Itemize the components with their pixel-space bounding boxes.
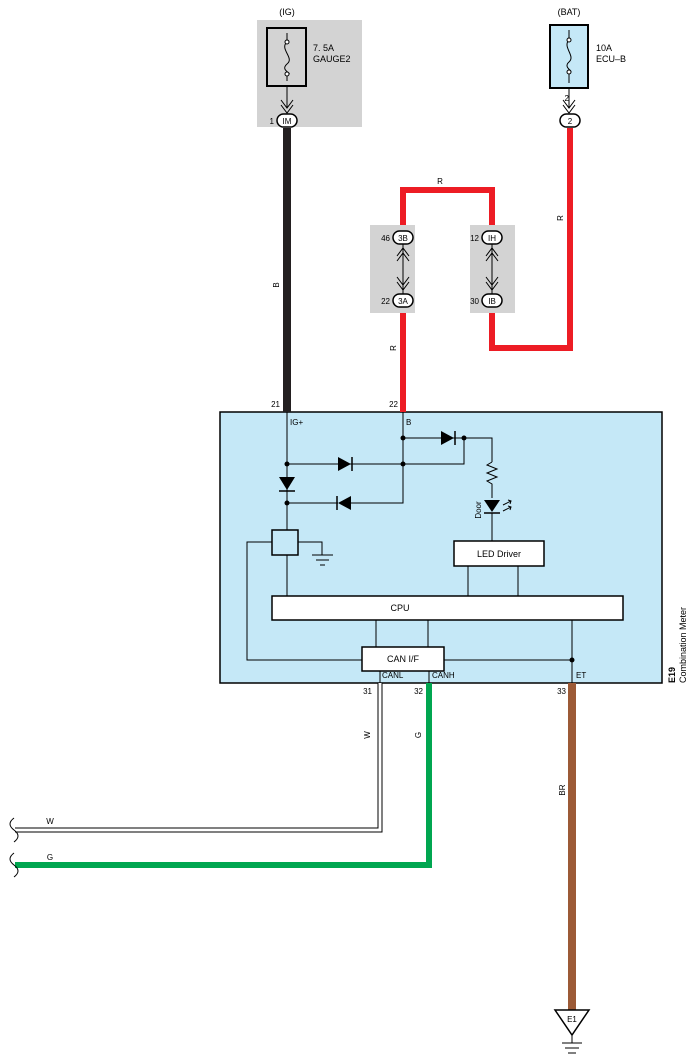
meter-id: E19 (667, 667, 677, 683)
pin-3b-number: 46 (381, 234, 390, 243)
regulator-to-can (246, 541, 362, 661)
ig-fuse-term-top (284, 39, 290, 45)
regulator-ground (298, 541, 333, 566)
meter-term-et: ET (576, 671, 586, 680)
canl-wire-color: W (363, 731, 372, 739)
pin-1b-number: 30 (470, 297, 479, 306)
pin-bat-number: 2 (565, 94, 570, 103)
bat-male-pin (562, 99, 576, 114)
ig-fuse-term-bot (284, 71, 290, 77)
bat-fuse-name: ECU–B (596, 54, 626, 64)
led-driver-label: LED Driver (477, 549, 521, 559)
ground-e1-label: E1 (567, 1015, 577, 1024)
can-if-block (361, 646, 445, 672)
bat-fuse-term-top (566, 37, 572, 43)
ig-fuse-block (257, 20, 362, 127)
cpu-label: CPU (390, 603, 409, 613)
ig-fuse-name: GAUGE2 (313, 54, 351, 64)
meter-pin-canl: 31 (363, 687, 372, 696)
meter-pin-b: 22 (389, 400, 398, 409)
junction-1-pin-top (485, 247, 499, 262)
meter-pin-canh: 32 (414, 687, 423, 696)
node-d4 (461, 435, 467, 441)
bat-wire (489, 128, 573, 351)
et-wire-color: BR (558, 784, 567, 795)
connector-im: IM (276, 113, 298, 128)
connector-im-code: IM (283, 117, 292, 126)
ig-male-pin (280, 99, 294, 114)
meter-pin-et: 33 (557, 687, 566, 696)
meter-pin-ig: 21 (271, 400, 280, 409)
canh-wire-color: G (414, 732, 423, 738)
door-led (484, 500, 500, 512)
diode-3 (279, 477, 295, 490)
diode-4 (441, 431, 454, 445)
ground-e1-symbol (562, 1035, 582, 1054)
canh-break-mark (9, 852, 19, 878)
connector-3a-code: 3A (398, 297, 408, 306)
can-pins (379, 671, 430, 683)
led-driver-links (467, 566, 519, 596)
node-ig-2 (284, 500, 290, 506)
connector-3b-code: 3B (398, 234, 408, 243)
bat-wire-color: R (556, 215, 565, 221)
combination-meter-box (219, 411, 663, 684)
ground-e1-triangle (553, 1009, 591, 1037)
bridge-wire (400, 187, 495, 225)
canl-wire-inner (15, 683, 382, 832)
canl-break-mark (9, 817, 19, 843)
diode-4-return (403, 438, 465, 465)
door-lamp-label: Door (474, 501, 483, 519)
junction-3-pin-bot (396, 276, 410, 291)
ig-source-label: (IG) (279, 7, 295, 17)
canl-wire-outer (15, 683, 383, 833)
resistor (485, 461, 499, 498)
left-w-wire-color: W (46, 817, 54, 826)
led-driver-block (453, 540, 545, 567)
canh-wire (15, 683, 432, 868)
pin-3a-number: 22 (381, 297, 390, 306)
meter-term-ig: IG+ (290, 418, 303, 427)
connector-3b: 3B (392, 230, 414, 245)
bridge-wire-color: R (437, 177, 443, 186)
ig-wire-color: B (272, 282, 281, 287)
node-et (569, 657, 575, 663)
left-g-wire-color: G (47, 853, 53, 862)
diode-row4-wire (403, 437, 493, 462)
meter-term-canh: CANH (432, 671, 455, 680)
diode-2 (338, 496, 351, 510)
junction-3-pin-top (396, 247, 410, 262)
bat-source-label: (BAT) (558, 7, 581, 17)
pin-1h-number: 12 (470, 234, 479, 243)
connector-1b-code: IB (488, 297, 496, 306)
cpu-block (271, 595, 624, 621)
can-if-label: CAN I/F (387, 654, 420, 664)
connector-1h: IH (481, 230, 503, 245)
connector-1h-code: IH (488, 234, 496, 243)
connector-3a: 3A (392, 293, 414, 308)
node-b-1 (400, 435, 406, 441)
bat-fuse-rating: 10A (596, 43, 612, 53)
connector-bat-2: 2 (559, 113, 581, 128)
node-b-2 (400, 461, 406, 467)
meter-b-bus (350, 412, 404, 504)
junction-1-pin-bot (485, 276, 499, 291)
meter-b-wire-color: R (389, 345, 398, 351)
ig-fuse-rating: 7. 5A (313, 43, 334, 53)
led-light-rays (502, 499, 512, 512)
node-ig-1 (284, 461, 290, 467)
diode-1 (338, 457, 351, 471)
connector-bat-code: 2 (568, 117, 573, 126)
meter-name: Combination Meter (678, 607, 688, 683)
connector-1b: IB (481, 293, 503, 308)
meter-term-b: B (406, 418, 411, 427)
meter-term-canl: CANL (382, 671, 404, 680)
pin-im-number: 1 (270, 117, 275, 126)
bat-fuse-term-bot (566, 69, 572, 75)
cpu-can-links (375, 620, 429, 647)
